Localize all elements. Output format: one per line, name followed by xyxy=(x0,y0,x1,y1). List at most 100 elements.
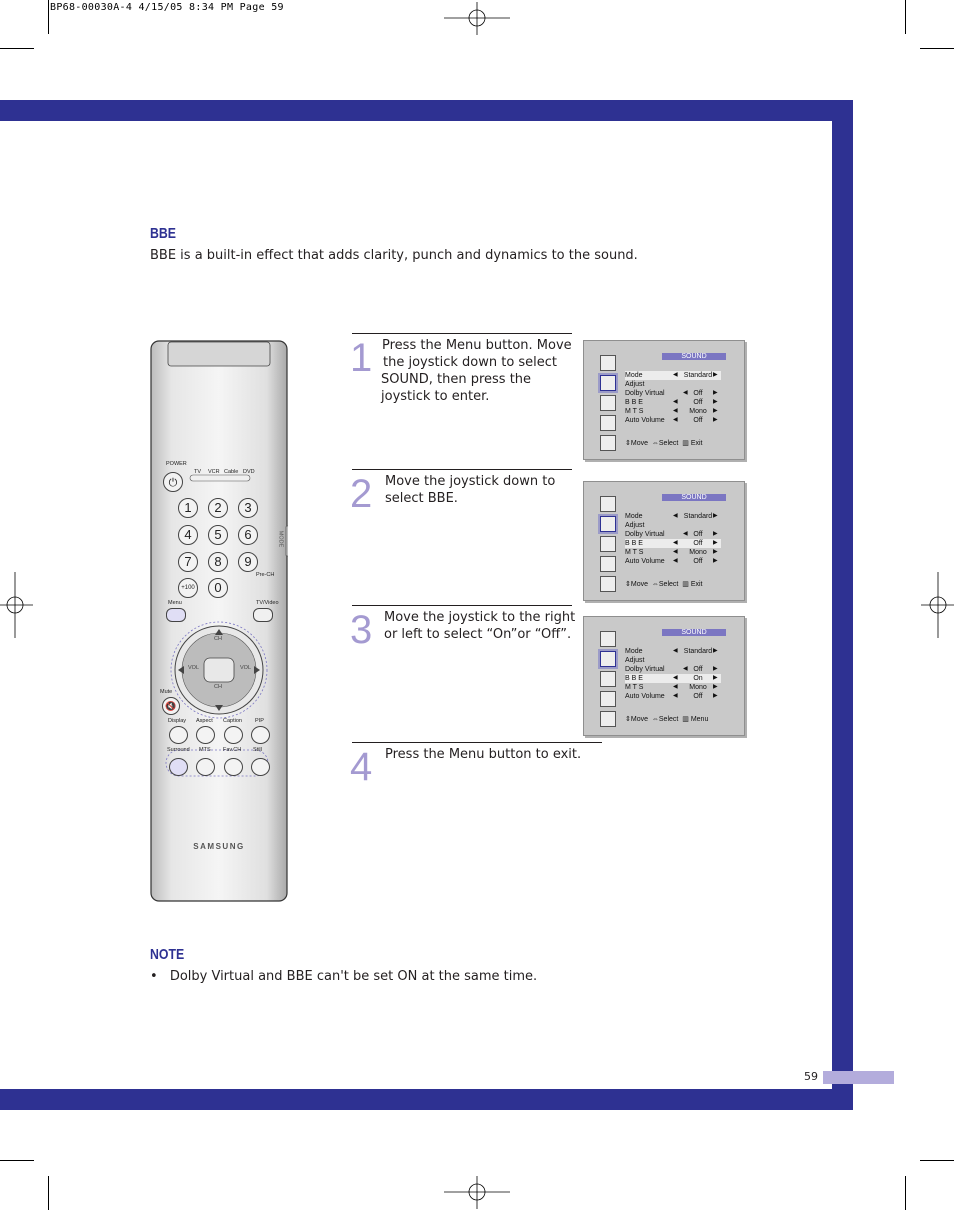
caption-button[interactable] xyxy=(224,726,243,744)
menu-button[interactable] xyxy=(166,608,186,622)
digit-button-0[interactable]: 0 xyxy=(208,578,228,598)
step-2-number: 2 xyxy=(350,472,373,516)
row-label: Adjust xyxy=(625,657,645,664)
mode-label-tv: TV xyxy=(194,469,202,475)
pip-button[interactable] xyxy=(251,726,270,744)
sound-menu-screen-1: SOUND Mode◀Standard▶ Adjust Dolby Virtua… xyxy=(583,340,745,460)
step-4-line-1: Press the Menu button to exit. xyxy=(385,747,582,762)
footer-move: Move xyxy=(630,716,648,723)
menu-icon-bar xyxy=(592,621,622,727)
mute-button[interactable]: 🔇 xyxy=(162,697,180,715)
step-1-line-4: joystick to enter. xyxy=(381,389,490,404)
sound-icon xyxy=(600,516,616,532)
row-label: Dolby Virtual xyxy=(625,666,665,673)
input-icon xyxy=(600,576,616,592)
menu-row-adjust: Adjust xyxy=(625,521,721,530)
pre-ch-label: Pre-CH xyxy=(256,572,275,578)
vol-down-label: VOL xyxy=(188,665,200,671)
power-button[interactable]: ⏻ xyxy=(163,472,183,492)
digit-button-3[interactable]: 3 xyxy=(238,498,258,518)
menu-row-bbe: B B E◀On▶ xyxy=(625,674,721,683)
menu-row-mode: Mode◀Standard▶ xyxy=(625,512,721,521)
sound-icon xyxy=(600,375,616,391)
digit-button-4[interactable]: 4 xyxy=(178,525,198,545)
row-value: Off xyxy=(693,531,703,538)
footer-action: Exit xyxy=(690,581,703,588)
row-label: M T S xyxy=(625,549,644,556)
note-heading: NOTE xyxy=(150,946,185,963)
digit-button-2[interactable]: 2 xyxy=(208,498,228,518)
row-label: Adjust xyxy=(625,522,645,529)
surround-button[interactable] xyxy=(169,758,188,776)
row-value: Off xyxy=(693,399,703,406)
step-2-rule xyxy=(352,469,572,470)
fav-ch-button[interactable] xyxy=(224,758,243,776)
row-label: B B E xyxy=(625,399,643,406)
printer-slug: BP68-00030A-4 4/15/05 8:34 PM Page 59 xyxy=(50,2,284,13)
mts-label: MTS xyxy=(199,747,211,753)
plus100-button[interactable]: +100 xyxy=(178,578,198,598)
setup-icon xyxy=(600,691,616,707)
row-value: Mono xyxy=(689,684,707,691)
menu-row-bbe: B B E◀Off▶ xyxy=(625,398,721,407)
step-2-line-1: Move the joystick down to xyxy=(385,474,556,489)
picture-icon xyxy=(600,631,616,647)
row-value: Standard xyxy=(683,648,713,655)
registration-mark-top xyxy=(444,2,510,35)
menu-footer: ⇕Move ⇔Select ▥ Exit xyxy=(625,440,729,448)
tv-video-button[interactable] xyxy=(253,608,273,622)
footer-select: Select xyxy=(658,440,679,447)
footer-action: Exit xyxy=(690,440,703,447)
menu-row-auto-volume: Auto Volume◀Off▶ xyxy=(625,557,721,566)
vol-up-label: VOL xyxy=(240,665,252,671)
input-icon xyxy=(600,711,616,727)
left-arrow-icon: ◀ xyxy=(673,693,678,699)
row-value: Off xyxy=(693,666,703,673)
mute-label: Mute xyxy=(160,689,173,695)
menu-row-auto-volume: Auto Volume◀Off▶ xyxy=(625,416,721,425)
updown-arrow-icon: ⇕ xyxy=(625,581,631,588)
menu-row-dolby-virtual: Dolby Virtual◀Off▶ xyxy=(625,389,721,398)
page-number-tab xyxy=(823,1071,894,1084)
menu-row-mts: M T S◀Mono▶ xyxy=(625,683,721,692)
note-list: • Dolby Virtual and BBE can't be set ON … xyxy=(150,969,537,984)
footer-move: Move xyxy=(630,581,648,588)
right-arrow-icon: ▶ xyxy=(713,408,718,414)
fav-ch-label: Fav.CH xyxy=(223,747,242,753)
remote-brand-logo: SAMSUNG xyxy=(193,842,245,851)
row-value: Standard xyxy=(683,372,713,379)
leftright-arrow-icon: ⇔ xyxy=(651,581,659,588)
display-button[interactable] xyxy=(169,726,188,744)
left-arrow-icon: ◀ xyxy=(673,540,678,546)
digit-button-6[interactable]: 6 xyxy=(238,525,258,545)
footer-move: Move xyxy=(630,440,648,447)
aspect-button[interactable] xyxy=(196,726,215,744)
setup-icon xyxy=(600,415,616,431)
still-button[interactable] xyxy=(251,758,270,776)
digit-button-7[interactable]: 7 xyxy=(178,552,198,572)
channel-icon xyxy=(600,671,616,687)
right-arrow-icon: ▶ xyxy=(713,666,718,672)
right-arrow-icon: ▶ xyxy=(713,513,718,519)
footer-select: Select xyxy=(658,716,679,723)
digit-button-1[interactable]: 1 xyxy=(178,498,198,518)
row-label: Mode xyxy=(625,372,643,379)
mode-label-vcr: VCR xyxy=(208,469,220,475)
mts-button[interactable] xyxy=(196,758,215,776)
digit-button-8[interactable]: 8 xyxy=(208,552,228,572)
bbe-description: BBE is a built-in effect that adds clari… xyxy=(150,248,638,263)
right-arrow-icon: ▶ xyxy=(713,531,718,537)
step-4-text: Press the Menu button to exit. xyxy=(385,746,581,763)
channel-icon xyxy=(600,395,616,411)
row-label: B B E xyxy=(625,675,643,682)
left-arrow-icon: ◀ xyxy=(683,390,688,396)
caption-label: Caption xyxy=(223,718,242,724)
updown-arrow-icon: ⇕ xyxy=(625,440,631,447)
row-value: Off xyxy=(693,693,703,700)
joystick-enter-button[interactable] xyxy=(204,658,234,682)
digit-button-9[interactable]: 9 xyxy=(238,552,258,572)
row-value: Off xyxy=(693,540,703,547)
digit-button-5[interactable]: 5 xyxy=(208,525,228,545)
left-arrow-icon: ◀ xyxy=(673,417,678,423)
sound-menu-screen-3: SOUND Mode◀Standard▶ Adjust Dolby Virtua… xyxy=(583,616,745,736)
